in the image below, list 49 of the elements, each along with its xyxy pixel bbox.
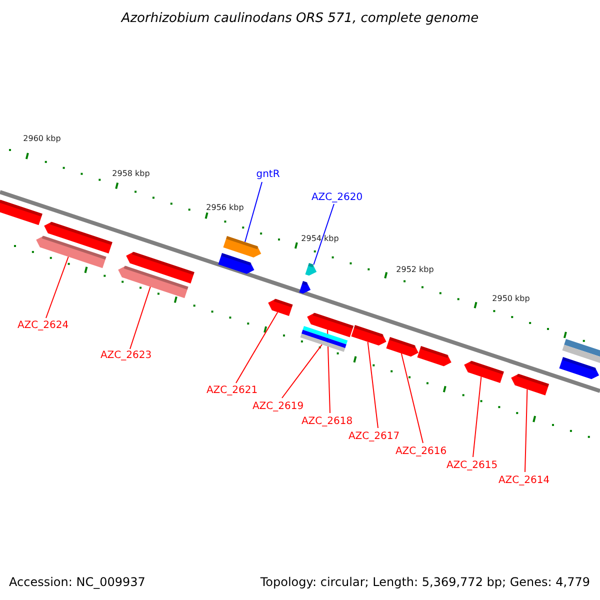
leader-line [400, 352, 424, 444]
gene-feature [562, 339, 600, 363]
gene-feature [126, 252, 194, 284]
gene-feature [218, 253, 254, 274]
gene-label: AZC_2619 [252, 401, 304, 412]
gene-label: AZC_2618 [301, 416, 353, 427]
gene-feature [417, 346, 452, 366]
gene-label: AZC_2620 [311, 192, 363, 203]
tick-label: 2956 kbp [206, 203, 244, 212]
tick-label: 2950 kbp [492, 294, 530, 303]
leader-line [282, 344, 322, 398]
leader-line [313, 204, 334, 266]
gene-label: AZC_2621 [206, 385, 258, 396]
leader-line [236, 312, 278, 384]
gene-feature [44, 222, 112, 254]
gene-feature [307, 312, 354, 338]
gene-feature [268, 298, 293, 316]
gene-feature [118, 266, 188, 298]
tick-label: 2954 kbp [301, 234, 339, 243]
gene-label: AZC_2616 [395, 446, 447, 457]
gene-feature [464, 360, 504, 383]
gene-feature [511, 374, 550, 396]
gene-feature [351, 325, 386, 346]
gene-feature [386, 337, 418, 357]
title: Azorhizobium caulinodans ORS 571, complete genome [121, 11, 479, 26]
gene-feature [305, 263, 317, 276]
gene-feature [300, 326, 348, 352]
gene-feature [36, 236, 106, 268]
leader-line [472, 376, 482, 458]
leader-line [367, 341, 378, 428]
gene-label: AZC_2624 [17, 320, 69, 331]
leader-line [46, 256, 69, 318]
gene-feature [299, 281, 311, 294]
tick-label: 2960 kbp [23, 134, 61, 143]
gene-label: AZC_2614 [498, 475, 550, 486]
leader-line [130, 286, 151, 350]
gene-feature [559, 357, 600, 380]
tick-label: 2958 kbp [112, 169, 150, 178]
gene-feature [0, 200, 42, 226]
leader-line [524, 388, 528, 472]
footer-text: Topology: circular; Length: 5,369,772 bp; Genes: 4,779 [260, 575, 590, 589]
gene-label: AZC_2623 [100, 350, 152, 361]
gene-feature [223, 236, 262, 258]
gene-label: AZC_2617 [348, 431, 400, 442]
leader-line [244, 182, 262, 242]
gene-label: gntR [256, 169, 280, 180]
footer-text: Accession: NC_009937 [9, 575, 146, 589]
tick-label: 2952 kbp [396, 265, 434, 274]
gene-label: AZC_2615 [446, 460, 498, 471]
